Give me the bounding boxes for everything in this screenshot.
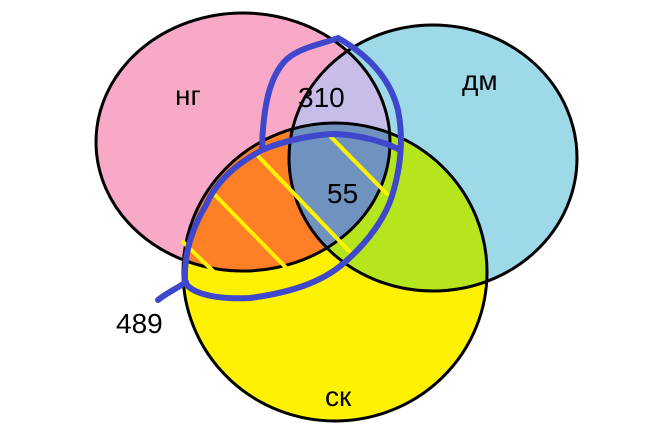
region-ng-sk [183,123,390,271]
label-dm: дм [462,65,498,96]
label-ng: нг [175,80,201,111]
value-annotated: 489 [116,308,163,339]
set-dm-outline [287,23,579,293]
label-sk: ск [325,381,352,412]
highlight-outline [181,35,404,302]
hatch-line [181,240,242,299]
value-ng-dm: 310 [298,82,345,113]
hatch-marks [181,134,389,299]
value-all-three: 55 [327,178,358,209]
hatch-line [328,134,389,196]
highlight-tail [155,279,189,303]
hatch-line [213,193,302,284]
set-ng-outline [94,11,392,273]
hatch-line [256,154,354,256]
